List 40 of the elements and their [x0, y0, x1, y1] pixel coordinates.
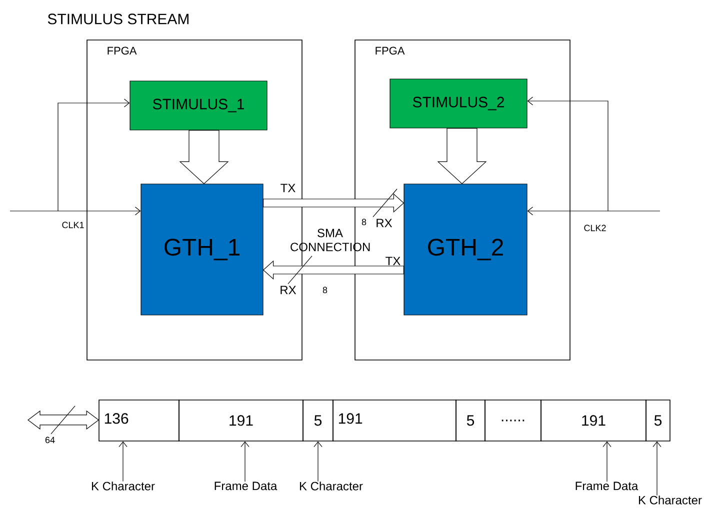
clock-arrow: [527, 206, 660, 216]
frame-cell: 191: [540, 400, 646, 442]
frame-cell: ......: [484, 400, 542, 442]
stimulus-box: STIMULUS_2: [390, 78, 528, 128]
field-label: K Character: [92, 482, 155, 490]
field-label: Frame Data: [214, 482, 278, 490]
stimulus-box: STIMULUS_1: [130, 80, 268, 130]
field-label: Frame Data: [576, 482, 638, 490]
frame-cell: 136: [98, 400, 180, 442]
edge-label: 64: [44, 436, 56, 444]
bus-arrow: [262, 260, 404, 280]
edge-label: CLK1: [60, 220, 86, 230]
leader-arrow: [602, 441, 612, 482]
frame-cell: 5: [302, 400, 334, 442]
bus-arrow: [263, 193, 404, 213]
clock-arrow: [527, 96, 608, 212]
gth-box: GTH_2: [404, 184, 528, 316]
bus-arrow: [179, 130, 229, 184]
leader-arrow: [240, 441, 250, 482]
field-label: K Character: [300, 482, 363, 490]
edge-label: 8: [322, 286, 328, 294]
bus-arrow: [437, 128, 487, 184]
frame-cell: 191: [332, 400, 456, 442]
title: STIMULUS STREAM: [48, 14, 188, 24]
leader-arrow: [118, 441, 128, 482]
gth-box: GTH_1: [140, 184, 264, 316]
signal-label: RX: [280, 286, 296, 294]
signal-label: RX: [376, 218, 392, 228]
frame-cell: 5: [646, 400, 670, 442]
edge-label: CLK2: [582, 224, 608, 232]
clock-arrow: [10, 206, 141, 216]
clock-arrow: [58, 98, 130, 212]
signal-label: TX: [280, 184, 296, 192]
frame-cell: 191: [178, 400, 304, 442]
frame-cell: 5: [456, 400, 486, 442]
leader-arrow: [652, 441, 662, 496]
bus-arrow: [28, 410, 100, 430]
edge-label: 8: [360, 218, 368, 226]
field-label: K Character: [638, 496, 702, 504]
leader-arrow: [314, 441, 322, 482]
